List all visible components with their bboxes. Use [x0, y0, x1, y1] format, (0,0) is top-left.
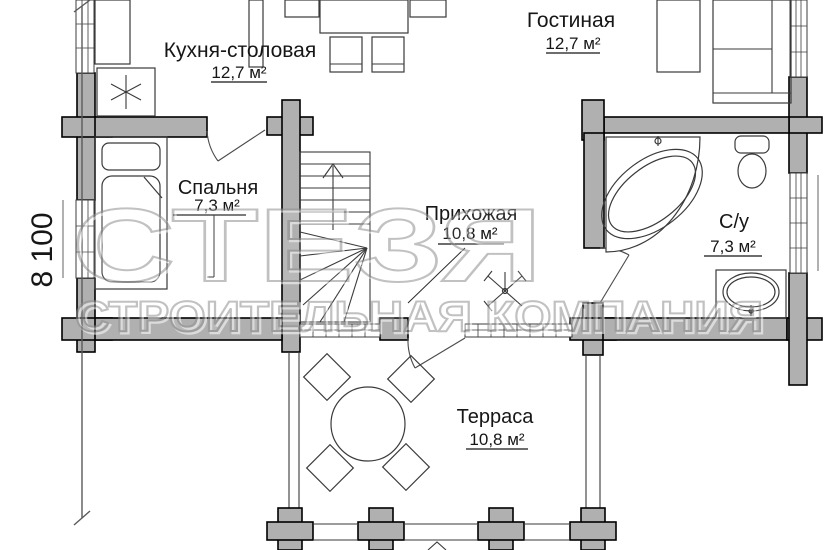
wall-stub-ne — [788, 116, 823, 134]
dining-chair — [329, 36, 363, 73]
door-kitchen-bedroom — [206, 129, 266, 162]
terrace-pillar — [266, 507, 314, 550]
window-hall-south-1 — [299, 323, 381, 338]
dining-chair — [284, 0, 320, 18]
wall-bedroom-south — [94, 317, 283, 341]
living-sofa — [712, 0, 792, 104]
terrace-pillars — [266, 507, 617, 550]
door-entry-terrace — [407, 337, 466, 369]
wall-bath-west — [583, 132, 605, 249]
terrace-pillar — [477, 507, 525, 550]
terrace-chair — [305, 443, 355, 493]
room-area-kitchen: 12,7 м² — [211, 63, 266, 82]
window-hall-south-2 — [464, 323, 573, 338]
wall-right-low — [788, 272, 808, 386]
stairs-up-arrow-icon — [322, 163, 344, 230]
terrace-structure — [266, 352, 617, 550]
terrace-step-marker — [427, 541, 447, 550]
watermark: СТЕЗЯ СТЕЗЯ СТРОИТЕЛЬНАЯ КОМПАНИЯ СТРОИТ… — [71, 187, 766, 344]
watermark-line1: СТЕЗЯ — [72, 188, 542, 304]
room-label-bathroom: С/у — [719, 211, 749, 233]
walls — [61, 72, 823, 386]
stove-asterisk-icon — [110, 75, 142, 109]
dimension-value: 8 100 — [26, 212, 59, 287]
room-label-hallway: Прихожая — [425, 203, 518, 225]
fan-icon — [483, 270, 527, 312]
watermark-line2: СТРОИТЕЛЬНАЯ КОМПАНИЯ — [75, 293, 763, 341]
terrace-pillar — [357, 507, 405, 550]
terrace-rails — [313, 523, 570, 541]
window-bedroom-west — [62, 199, 95, 279]
terrace-chair — [381, 442, 431, 492]
stairs — [299, 151, 371, 323]
room-label-terrace: Терраса — [457, 406, 535, 428]
dining-table — [319, 0, 409, 34]
kitchen-cupboard — [248, 0, 264, 68]
wall-kitchen-bedroom — [94, 116, 208, 138]
window-living-east — [789, 0, 808, 78]
room-labels: Кухня-столовая 12,7 м² Гостиная 12,7 м² … — [164, 9, 762, 450]
bed — [94, 136, 168, 290]
window-kitchen-west — [75, 0, 95, 74]
sink — [715, 269, 787, 319]
window-bath-east — [789, 172, 819, 274]
room-area-hallway: 10,8 м² — [442, 224, 497, 243]
svg-text:СТЕЗЯ: СТЕЗЯ — [74, 190, 544, 306]
living-shelf — [656, 0, 701, 73]
room-area-bathroom: 7,3 м² — [710, 237, 756, 256]
corner-bathtub — [601, 136, 703, 253]
dining-chair — [409, 0, 447, 18]
dimension-left: 8 100 — [26, 0, 91, 526]
terrace-pillar — [569, 507, 617, 550]
terrace-chair — [386, 354, 436, 404]
stairs-winders — [299, 231, 368, 323]
terrace-chair — [302, 352, 352, 402]
stove — [96, 67, 156, 117]
room-label-living: Гостиная — [527, 9, 615, 32]
terrace-table — [330, 386, 406, 462]
furniture — [94, 0, 792, 319]
svg-text:СТРОИТЕЛЬНАЯ КОМПАНИЯ: СТРОИТЕЛЬНАЯ КОМПАНИЯ — [77, 295, 765, 343]
toilet — [734, 135, 770, 189]
room-area-living: 12,7 м² — [545, 34, 600, 53]
room-label-bedroom: Спальня — [178, 177, 258, 199]
wall-living-bath — [603, 116, 790, 134]
room-area-bedroom: 7,3 м² — [194, 196, 240, 215]
room-area-terrace: 10,8 м² — [469, 430, 524, 449]
dining-chair — [371, 36, 405, 73]
kitchen-counter — [94, 0, 131, 65]
room-label-kitchen: Кухня-столовая — [164, 39, 316, 62]
